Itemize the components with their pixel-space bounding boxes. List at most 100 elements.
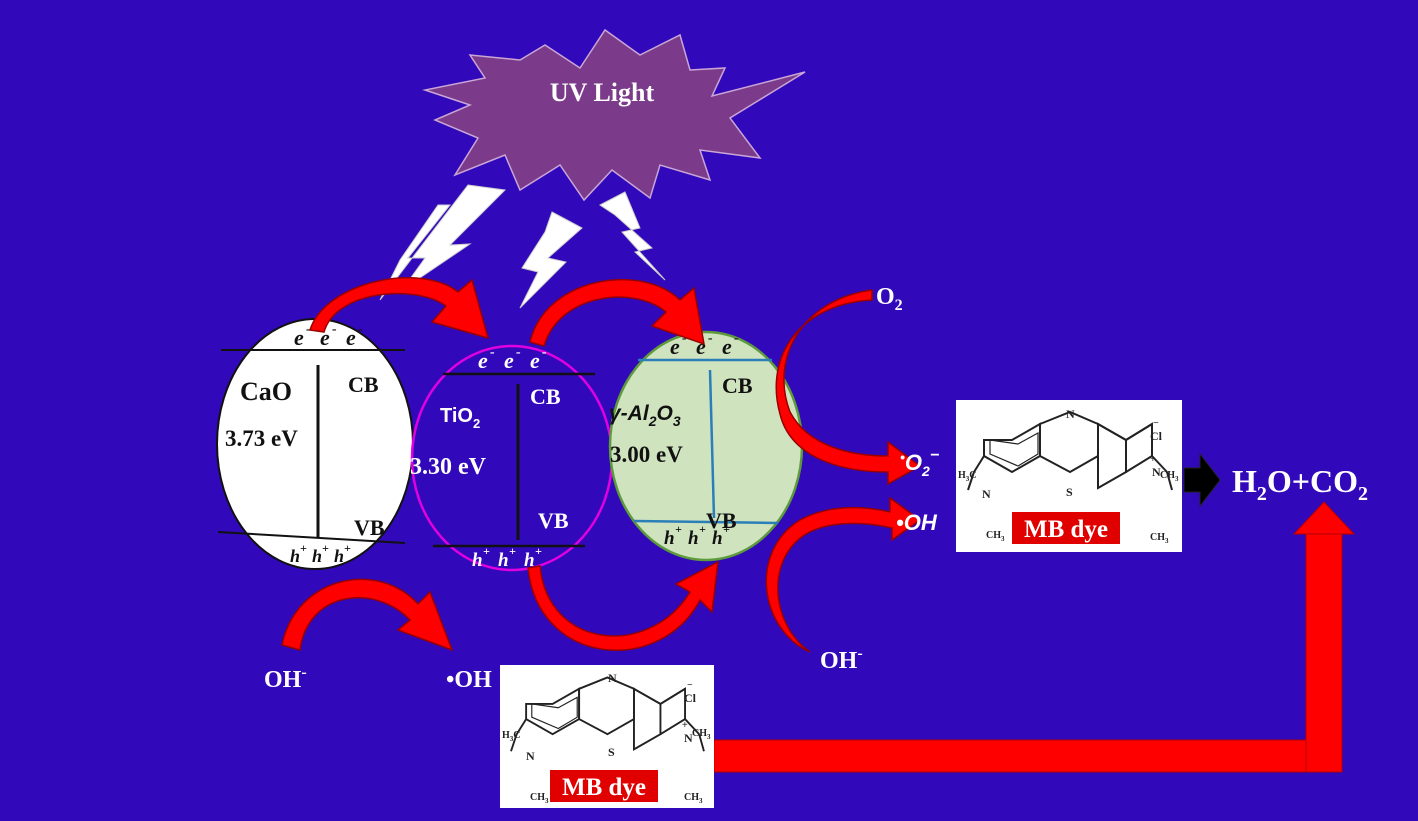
mb-dye-label-bg (1012, 512, 1120, 544)
hydroxide-left-label: OH- (264, 664, 307, 693)
lightning-bolt-icon (599, 191, 666, 281)
mb-n-left: N (982, 487, 991, 501)
al2o3-hole: h (712, 528, 723, 549)
tio2-holes: h + h + h + (472, 544, 542, 571)
al2o3-label: γ-Al2O3 (609, 402, 681, 429)
hydroxide-right-label: OH- (820, 645, 863, 674)
al2o3-hole-charge: + (723, 522, 730, 536)
electron-transfer-arrow-cao-tio2 (309, 277, 490, 340)
cao-hole: h (334, 546, 344, 566)
al2o3-cb-label: CB (722, 373, 753, 398)
tio2-gap-label: 3.30 eV (410, 454, 487, 480)
tio2-hole-charge: + (483, 544, 490, 558)
hydroxyl-radical-right-label: •OH (896, 510, 938, 535)
lightning-bolt-icon (519, 211, 583, 309)
cao-electron: e (294, 325, 304, 350)
al2o3-gap-line (708, 369, 716, 519)
mb-ch3-right: CH3 (1160, 470, 1179, 483)
mb-plus: + (1150, 454, 1156, 465)
hydroxyl-formation-arrow-right (765, 496, 922, 653)
al2o3-electron: e (696, 334, 706, 359)
degradation-arrow (713, 501, 1356, 773)
mb-cl: Cl (684, 691, 697, 705)
tio2-electron: e (530, 348, 540, 373)
cao-electron-charge: - (358, 322, 363, 337)
lightning-bolts (379, 184, 666, 309)
tio2-electron-charge: - (542, 345, 547, 360)
tio2-electron: e (478, 348, 488, 373)
tio2-hole: h (498, 550, 509, 571)
mb-cl-charge: − (1153, 418, 1159, 429)
al2o3-electron-charge: - (682, 331, 687, 346)
hydroxyl-formation-arrow-left (281, 578, 454, 652)
product-arrow (1183, 452, 1221, 508)
oxygen-label: O2 (876, 284, 903, 314)
mb-s-ring: S (608, 745, 615, 759)
mb-ch3-bottom-left: CH3 (986, 530, 1005, 543)
products-label: H2O+CO2 (1232, 463, 1368, 505)
al2o3-electron: e (670, 334, 680, 359)
al2o3-hole-charge: + (699, 522, 706, 536)
tio2-electron: e (504, 348, 514, 373)
superoxide-label: •O2− (900, 447, 939, 479)
mb-dye-structure-right: N S N N + Cl − H3C CH3 CH3 CH3 MB dye (956, 400, 1182, 552)
mb-ch3-bottom-right: CH3 (1150, 532, 1169, 545)
al2o3-electron-charge: - (708, 331, 713, 346)
lightning-bolt-icon (379, 184, 507, 301)
cao-hole-charge: + (322, 541, 329, 555)
uv-light-label: UV Light (550, 78, 655, 107)
cao-electron: e (346, 325, 356, 350)
uv-light-starburst (422, 28, 806, 202)
cao-hole-charge: + (300, 541, 307, 555)
tio2-electrons: e - e - e - (478, 345, 547, 373)
superoxide-formation-arrow (775, 289, 922, 486)
mb-cl-charge: − (687, 680, 693, 691)
tio2-electron-charge: - (516, 345, 521, 360)
al2o3-electron-charge: - (734, 331, 739, 346)
al2o3-vb-label: VB (706, 508, 737, 533)
tio2-hole-charge: + (509, 544, 516, 558)
tio2-hole: h (472, 550, 483, 571)
cao-electron-charge: - (332, 322, 337, 337)
al2o3-hole: h (664, 528, 675, 549)
mb-n-left: N (526, 749, 535, 763)
mb-ch3-bottom-left: CH3 (530, 792, 549, 805)
al2o3-electron: e (722, 334, 732, 359)
al2o3-holes: h + h + h + (664, 522, 730, 549)
cao-label: CaO (240, 377, 292, 406)
mb-cl: Cl (1150, 429, 1163, 443)
al2o3-hole-charge: + (675, 522, 682, 536)
mb-dye-label: MB dye (1024, 516, 1108, 543)
mb-dye-label-bg (550, 770, 658, 802)
degradation-arrow-riser (1305, 531, 1343, 773)
cao-hole-charge: + (344, 541, 351, 555)
tio2-electron-charge: - (490, 345, 495, 360)
degradation-arrow-shaft (713, 739, 1325, 773)
tio2-hole-charge: + (535, 544, 542, 558)
cao-hole: h (290, 546, 300, 566)
tio2-cb-label: CB (530, 384, 561, 409)
cao-vb-label: VB (354, 515, 385, 540)
cao-electron-charge: - (306, 322, 311, 337)
mb-n-top: N (1066, 407, 1075, 421)
degradation-arrow-head (1292, 501, 1356, 535)
al2o3-electrons: e - e - e - (670, 331, 739, 359)
cao-hole: h (312, 546, 322, 566)
mb-dye-label: MB dye (562, 774, 646, 801)
tio2-hole: h (524, 550, 535, 571)
cao-holes: h + h + h + (290, 541, 351, 566)
cao-electron: e (320, 325, 330, 350)
mb-s-ring: S (1066, 485, 1073, 499)
cao-gap-label: 3.73 eV (225, 426, 298, 451)
cao-vb-line (217, 531, 406, 544)
al2o3-hole: h (688, 528, 699, 549)
mb-dye-structure-bottom: N S N N + Cl − H3C CH3 CH3 CH3 MB dye (500, 665, 714, 808)
mb-plus: + (682, 720, 688, 731)
mb-n-right: N (1152, 465, 1161, 479)
mb-ch3-bottom-right: CH3 (684, 792, 703, 805)
mb-h3c-left: H3C (958, 470, 977, 483)
al2o3-gap-label: 3.00 eV (610, 442, 683, 467)
tio2-vb-label: VB (538, 508, 569, 533)
